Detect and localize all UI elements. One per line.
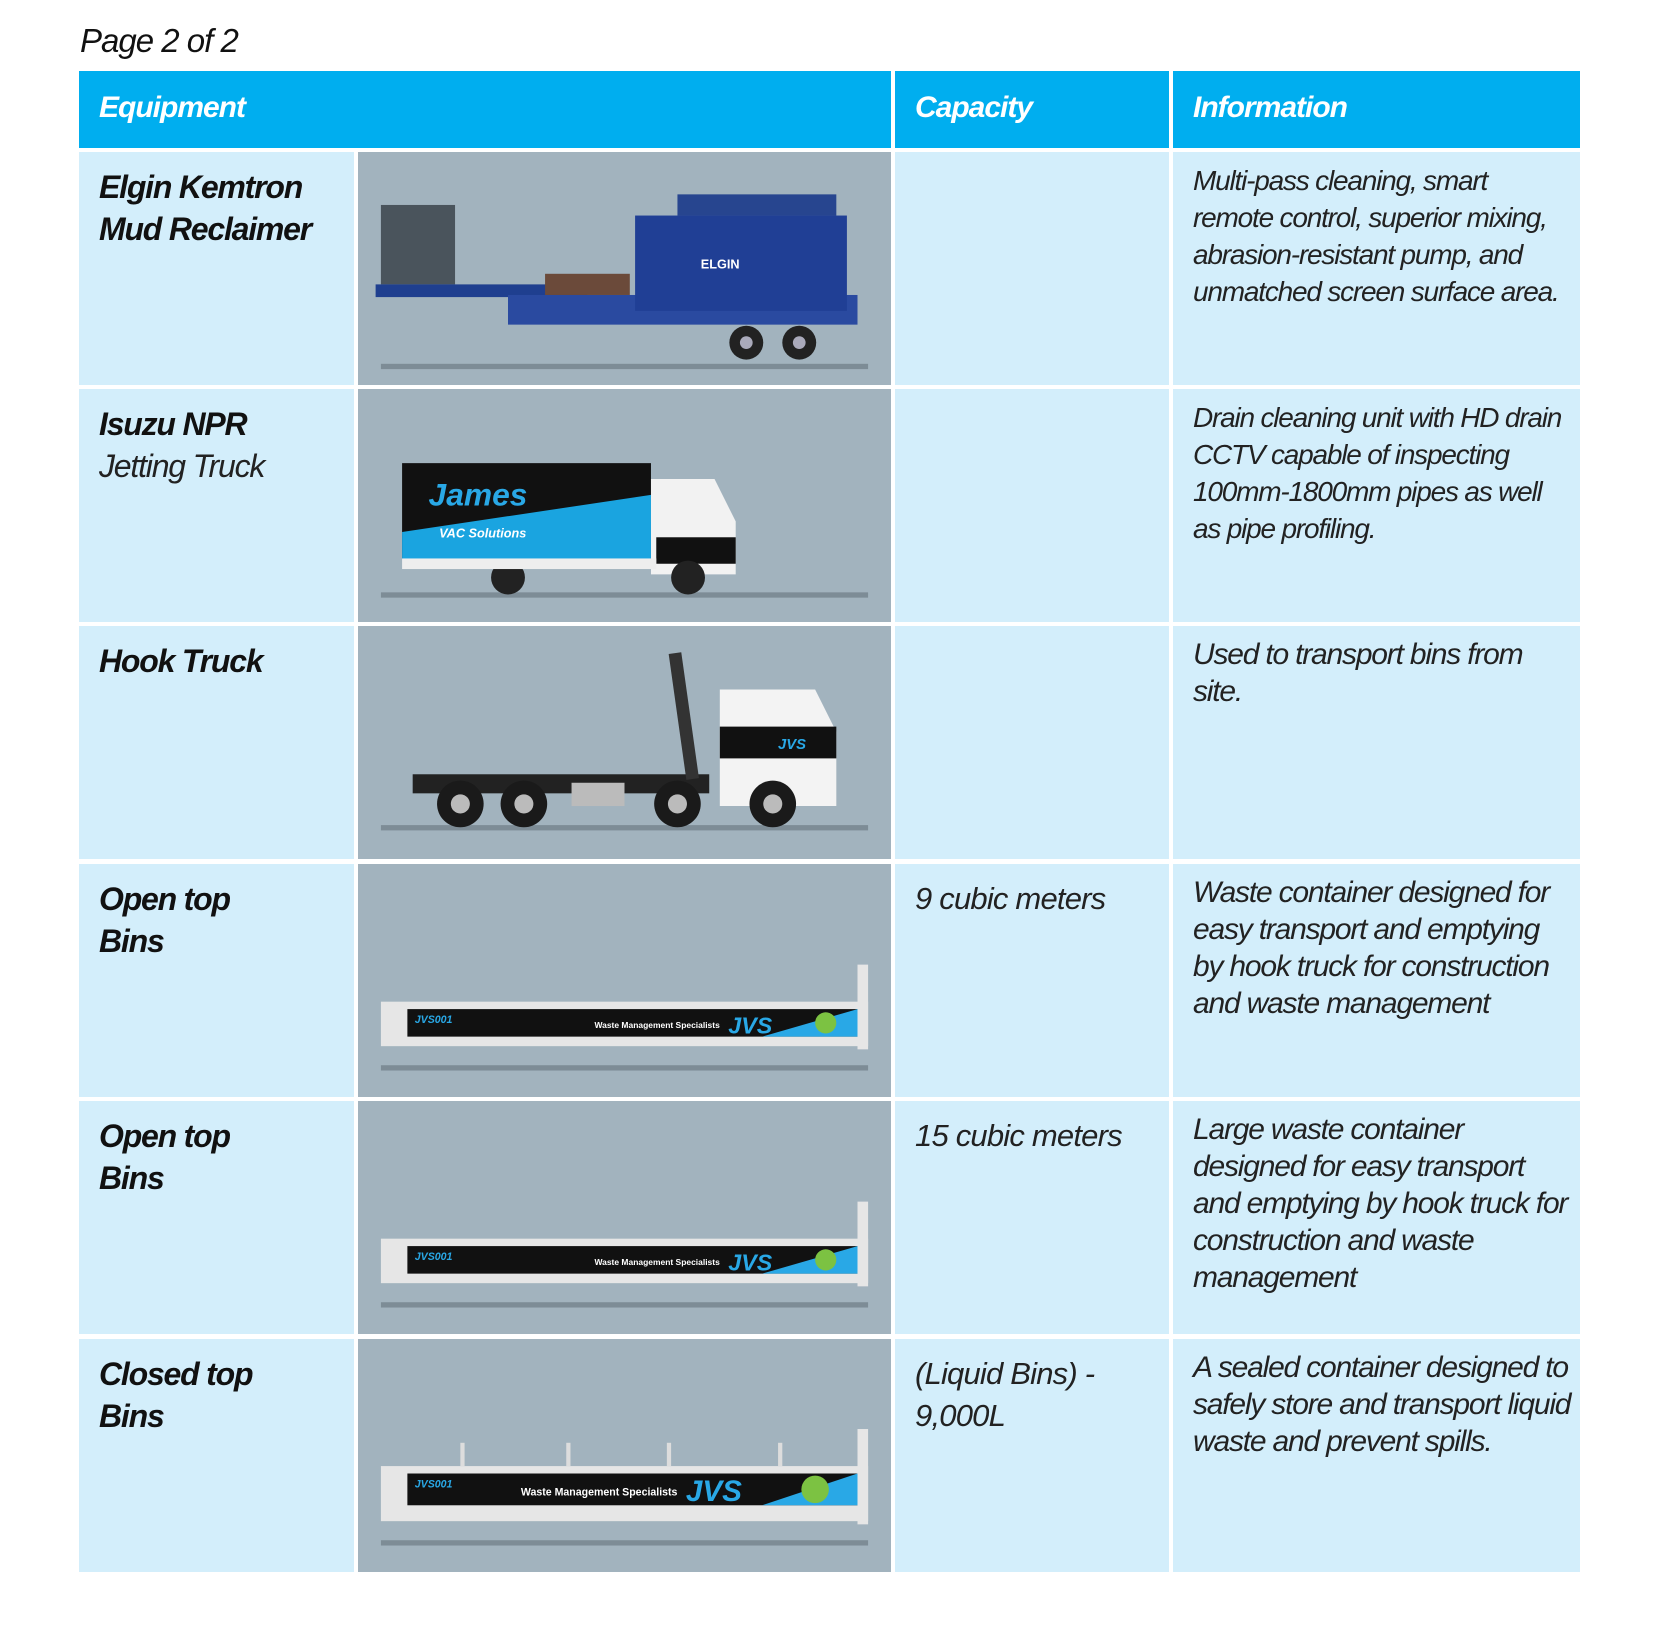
elgin-logo-text: ELGIN (701, 258, 740, 272)
information-cell: Large waste container designed for easy … (1173, 1101, 1580, 1334)
equipment-name-cell: Open top Bins (79, 1101, 354, 1334)
jvs-logo-text: JVS (778, 737, 806, 753)
bin-id-text: JVS001 (415, 1478, 453, 1490)
equipment-name: Open top Bins (99, 1118, 231, 1196)
jvs-logo-text: JVS (728, 1249, 772, 1275)
equipment-name: Isuzu NPR (99, 406, 248, 442)
jvs-tagline-text: Waste Management Specialists (594, 1257, 720, 1267)
information-cell: Drain cleaning unit with HD drain CCTV c… (1173, 389, 1580, 622)
equipment-image: JVS (358, 626, 891, 859)
james-logo-text: James (429, 477, 528, 513)
bin-id-text: JVS001 (415, 1251, 453, 1263)
equipment-name: Closed top Bins (99, 1356, 254, 1434)
header-equipment: Equipment (79, 71, 891, 148)
capacity-cell: (Liquid Bins) - 9,000L (895, 1339, 1169, 1572)
header-capacity: Capacity (895, 71, 1169, 148)
information-cell: Waste container designed for easy transp… (1173, 864, 1580, 1097)
capacity-cell (895, 626, 1169, 859)
jvs-tagline-text: Waste Management Specialists (521, 1487, 678, 1499)
capacity-cell: 15 cubic meters (895, 1101, 1169, 1334)
equipment-subtitle: Jetting Truck (99, 448, 265, 484)
header-information: Information (1173, 71, 1580, 148)
bin-id-text: JVS001 (415, 1014, 453, 1026)
capacity-cell: 9 cubic meters (895, 864, 1169, 1097)
equipment-name-cell: Open top Bins (79, 864, 354, 1097)
equipment-name-cell: Closed top Bins (79, 1339, 354, 1572)
hook-truck-image: JVS (380, 652, 869, 831)
capacity-cell (895, 389, 1169, 622)
equipment-name-cell: Hook Truck (79, 626, 354, 859)
equipment-name: Elgin Kemtron Mud Reclaimer (99, 169, 312, 247)
page-label: Page 2 of 2 (80, 22, 239, 59)
information-cell: Multi-pass cleaning, smart remote contro… (1173, 152, 1580, 385)
equipment-name: Open top Bins (99, 881, 231, 959)
james-sub-text: VAC Solutions (439, 526, 526, 540)
equipment-name-cell: Elgin Kemtron Mud Reclaimer (79, 152, 354, 385)
equipment-name-cell: Isuzu NPR Jetting Truck (79, 389, 354, 622)
jvs-logo-text: JVS (686, 1475, 742, 1508)
mud-reclaimer-trailer-image: ELGIN (375, 194, 869, 370)
jvs-logo-text: JVS (728, 1012, 772, 1038)
equipment-image: ELGIN (358, 152, 891, 385)
jvs-tagline-text: Waste Management Specialists (594, 1020, 720, 1030)
information-cell: A sealed container designed to safely st… (1173, 1339, 1580, 1572)
capacity-cell (895, 152, 1169, 385)
equipment-name: Hook Truck (99, 643, 264, 679)
information-cell: Used to transport bins from site. (1173, 626, 1580, 859)
